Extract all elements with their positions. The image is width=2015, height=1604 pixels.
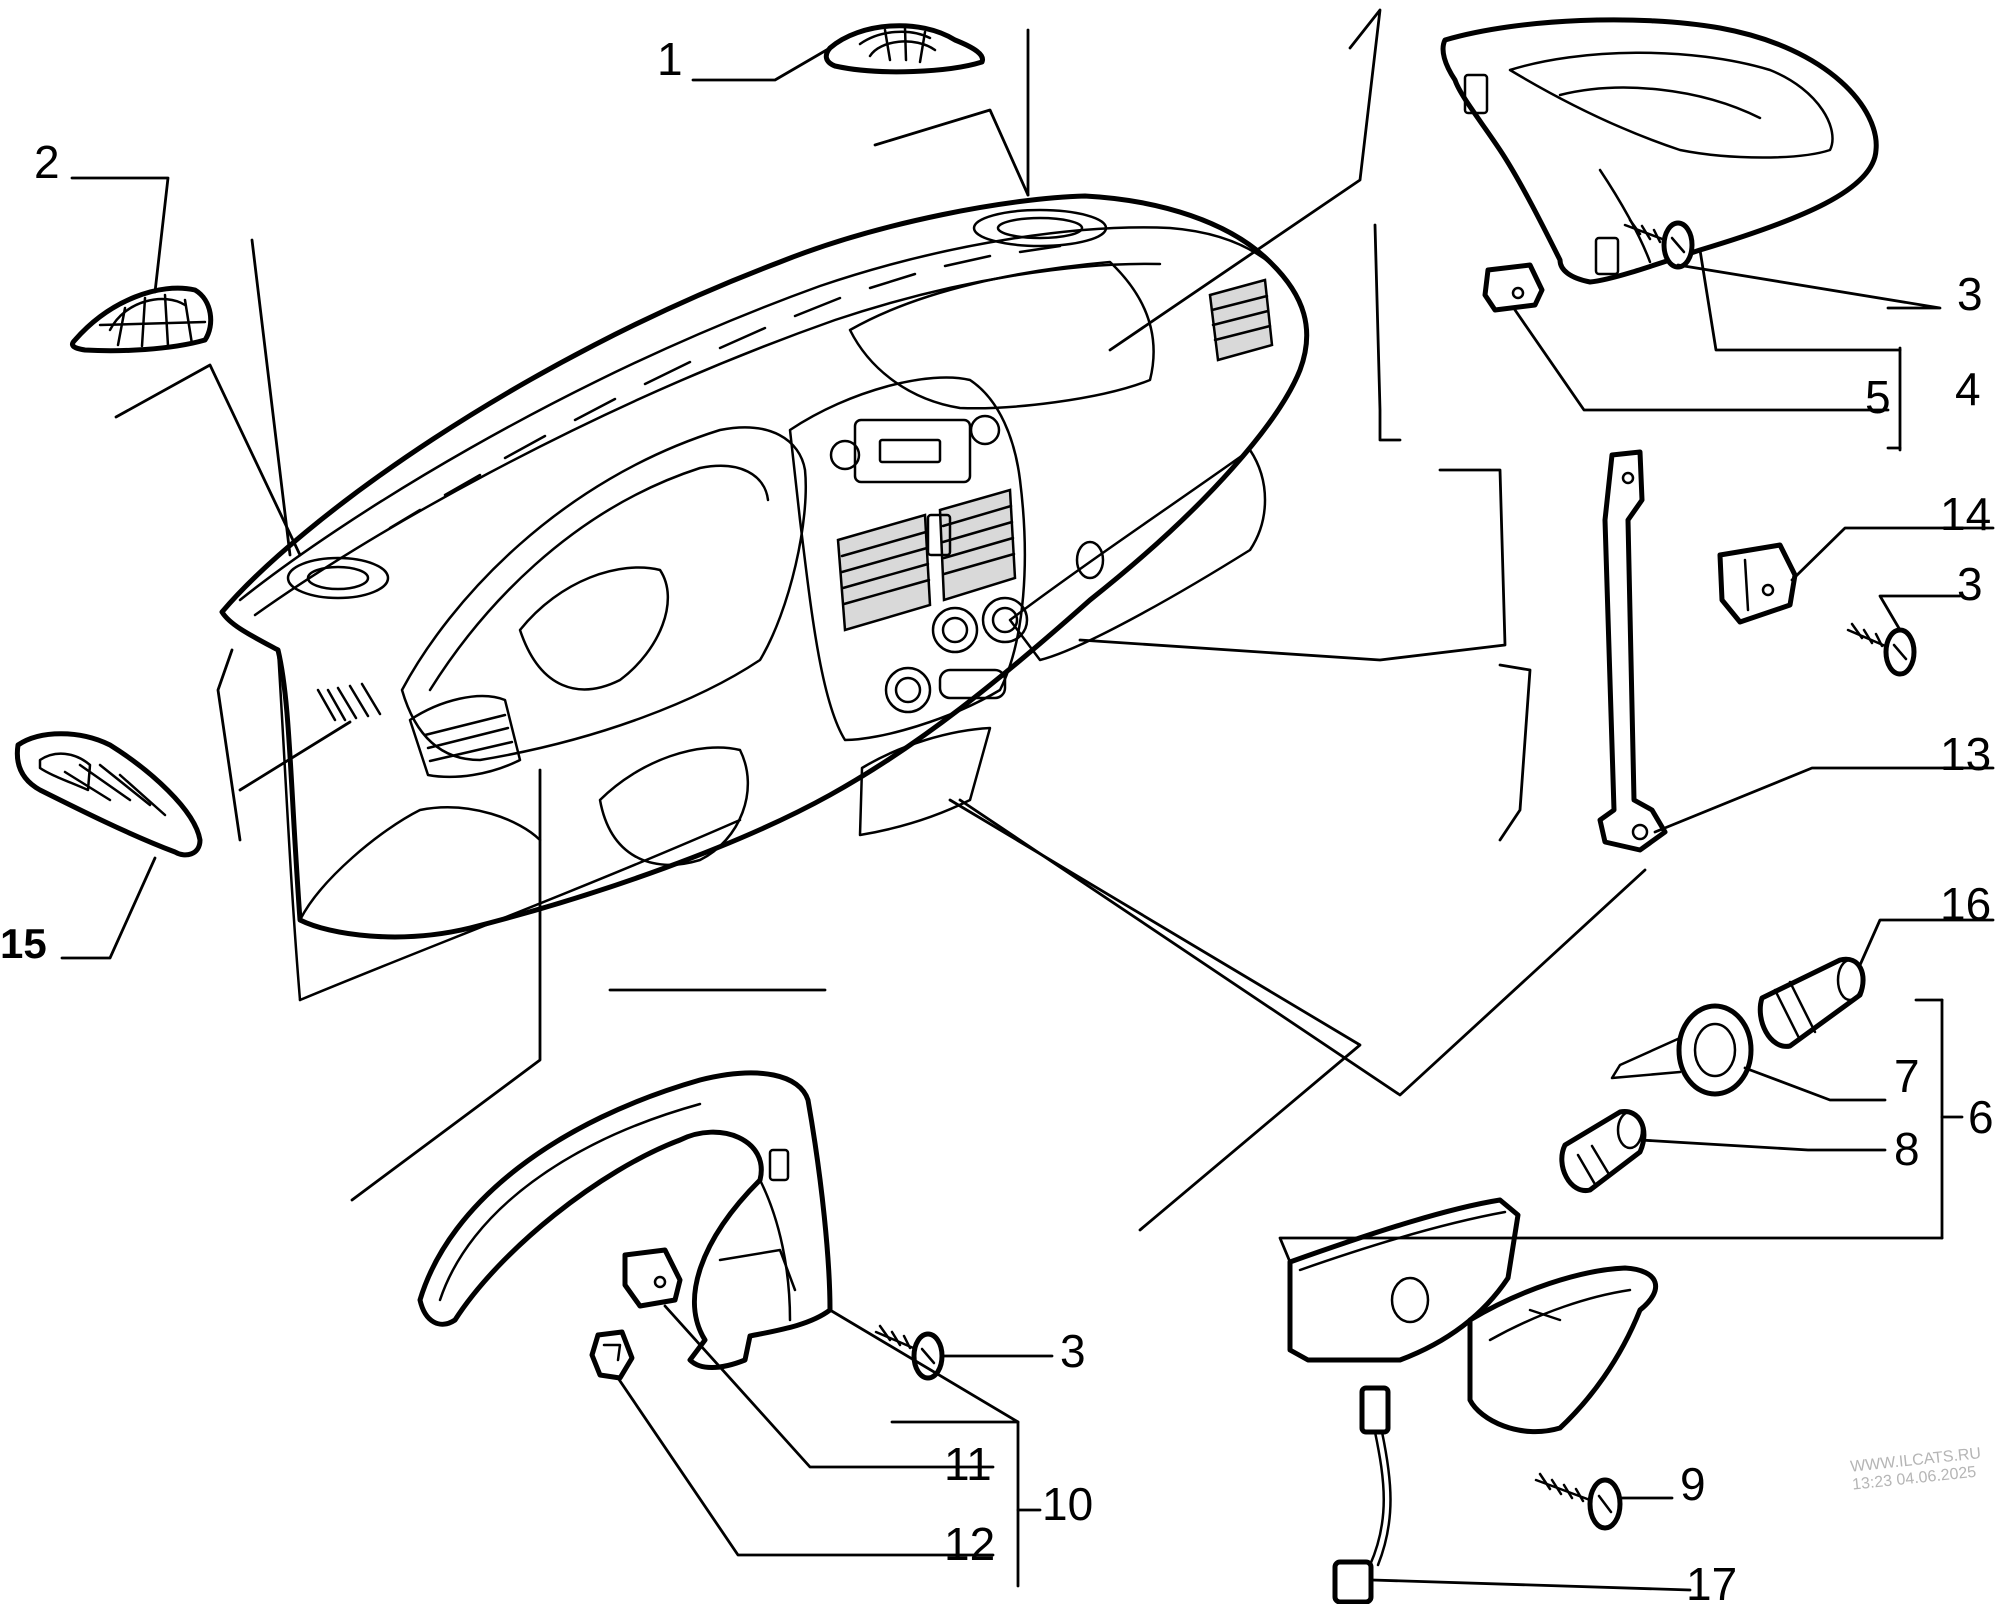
callout-4: 4 (1955, 363, 1981, 415)
callout-10: 10 (1042, 1478, 1093, 1530)
part-5-clip (1482, 262, 1545, 313)
part-3-screw-b (1846, 622, 1917, 677)
defroster-slots (388, 244, 1062, 530)
watermark: WWW.ILCATS.RU 13:23 04.06.2025 (1850, 1445, 1982, 1494)
part-13-bracket (1597, 449, 1668, 853)
part-2-speaker-grille (70, 285, 214, 354)
callout-14: 14 (1940, 488, 1991, 540)
callout-3-middle: 3 (1957, 558, 1983, 610)
callout-11: 11 (944, 1438, 992, 1490)
part-3-screw-a (1623, 218, 1695, 270)
callout-8: 8 (1894, 1123, 1920, 1175)
part-15-side-vent-grille (14, 731, 203, 858)
callout-13: 13 (1940, 728, 1991, 780)
callout-7: 7 (1894, 1050, 1920, 1102)
callout-labels: 1 2 3 4 5 14 3 13 16 7 6 8 9 17 3 11 10 … (0, 33, 1994, 1604)
vent-slats (840, 504, 1016, 606)
part-8-lighter-socket (1559, 1109, 1647, 1193)
callout-12: 12 (944, 1518, 995, 1570)
part-1-speaker-grille (823, 23, 985, 75)
left-side-vent (408, 694, 522, 779)
callout-6: 6 (1968, 1091, 1994, 1143)
leader-lines (60, 8, 1995, 1592)
part-11-clip (622, 1247, 683, 1309)
part-7-bezel-ring (1610, 1003, 1754, 1097)
dashboard-assembly (219, 193, 1310, 1002)
part-14-clip (1717, 542, 1798, 625)
callout-9: 9 (1680, 1458, 1706, 1510)
part-17-wiring-connector (1332, 1385, 1392, 1604)
part-9-screw (1534, 1472, 1623, 1531)
callout-1: 1 (657, 33, 683, 85)
callout-3-top: 3 (1957, 268, 1983, 320)
callout-16: 16 (1940, 878, 1991, 930)
part-16-plug (1757, 956, 1866, 1049)
callout-17: 17 (1686, 1558, 1737, 1604)
part-6-ashtray-assembly (1287, 1197, 1659, 1435)
callout-3-bottom: 3 (1060, 1325, 1086, 1377)
part-10-lower-trim (417, 1070, 833, 1370)
callout-15: 15 (0, 920, 47, 967)
callout-2: 2 (34, 136, 60, 188)
center-console (788, 376, 1029, 837)
part-12-clip (589, 1329, 635, 1381)
right-side-vent (1208, 278, 1274, 362)
callout-5: 5 (1865, 371, 1891, 423)
